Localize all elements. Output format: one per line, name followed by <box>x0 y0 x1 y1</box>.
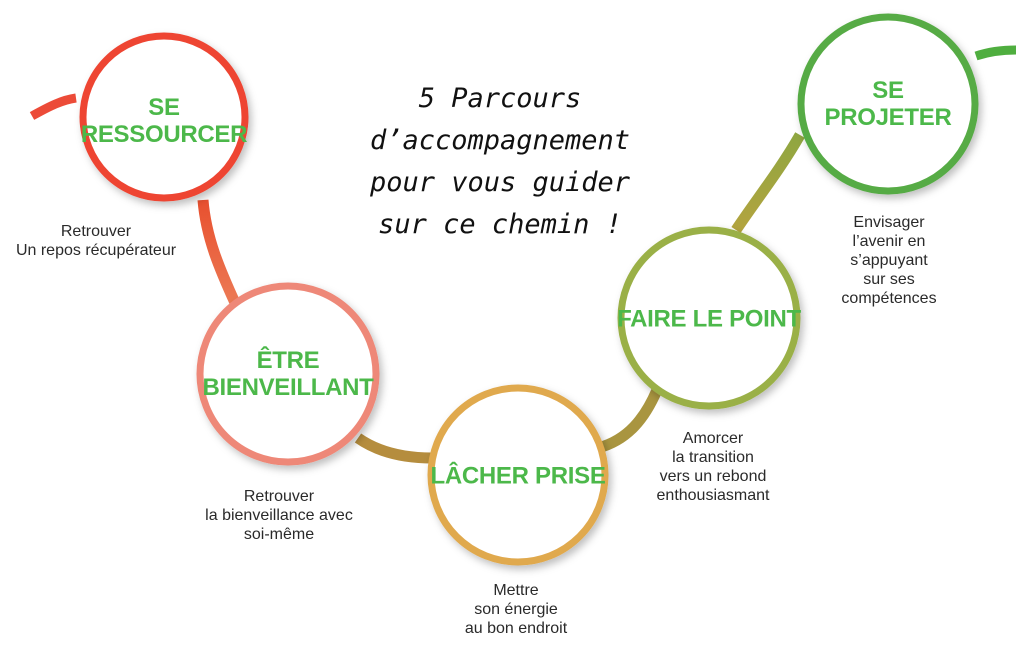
step-5-title: SE PROJETER <box>824 77 952 131</box>
step-2-description: Retrouver la bienveillance avec soi-même <box>205 488 353 543</box>
step-2-circle <box>196 282 380 466</box>
connector-4-5 <box>731 132 805 234</box>
step-3-description: Mettre son énergie au bon endroit <box>464 582 568 637</box>
end-connector <box>974 45 1017 61</box>
connector-2-3 <box>354 433 433 464</box>
headline: 5 Parcours d’accompagnement pour vous gu… <box>369 83 631 240</box>
step-1-description: Retrouver Un repos récupérateur <box>15 223 177 259</box>
connector-1-2 <box>197 199 242 308</box>
step-2-title: ÊTRE BIENVEILLANT <box>202 347 374 401</box>
step-1-title: SE RESSOURCER <box>80 94 248 148</box>
step-3-circle <box>427 384 609 566</box>
step-1-circle <box>79 32 249 202</box>
step-3-title: LÂCHER PRISE <box>430 462 606 490</box>
start-connector <box>29 93 77 120</box>
step-5-description: Envisager l’avenir en s’appuyant sur ses… <box>841 214 937 307</box>
step-5-circle <box>797 13 979 195</box>
step-4-title: FAIRE LE POINT <box>617 305 801 333</box>
step-4-description: Amorcer la transition vers un rebond ent… <box>656 430 770 504</box>
step-4-circle <box>617 226 801 410</box>
connector-3-4 <box>596 387 663 454</box>
